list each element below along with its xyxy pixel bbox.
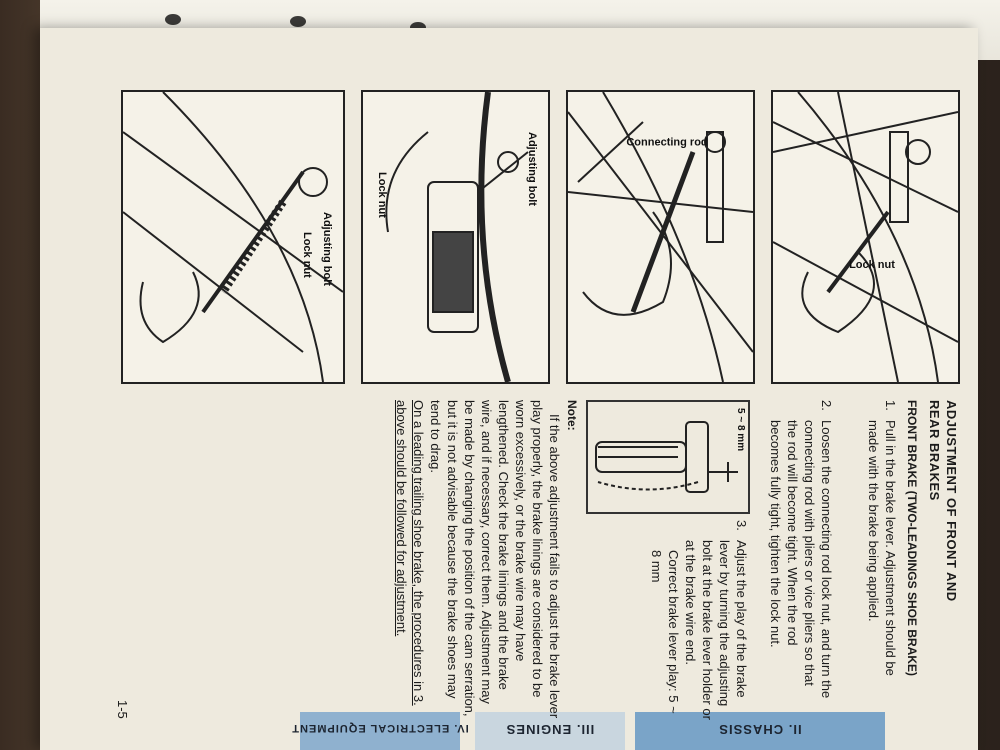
step-2: 2.Loosen the connecting rod lock nut, an… xyxy=(768,400,834,699)
figure-connecting-rod: Connecting rod xyxy=(566,90,755,384)
lever-holder-illustration xyxy=(385,92,529,382)
tab-chassis[interactable]: II. CHASSIS xyxy=(635,712,885,750)
label-lock-nut: Lock nut xyxy=(849,258,895,271)
tab-electrical[interactable]: IV. ELECTRICAL EQUIPMENT xyxy=(291,712,469,750)
label-adjusting-bolt-upper: Adjusting bolt xyxy=(526,132,538,206)
step-3: 3.Adjust the play of the brake lever by … xyxy=(683,520,749,720)
page-number: 1-5 xyxy=(115,700,130,719)
label-connecting-rod: Connecting rod xyxy=(626,136,708,149)
play-spec: Correct brake lever play: 5 ~ 8 mm xyxy=(649,550,681,714)
wire-end-illustration xyxy=(123,92,343,382)
label-lock-nut-upper: Lock nut xyxy=(376,172,388,218)
label-lock-nut-lower: Lock nut xyxy=(301,232,313,278)
brake-arm-illustration xyxy=(773,92,958,382)
figure-wire-adjusting-bolt: Adjusting bolt Lock nut xyxy=(121,90,345,384)
label-lever-play-dim: 5 ~ 8 mm xyxy=(735,408,746,452)
brake-lever-diagram xyxy=(595,421,738,493)
tab-engines[interactable]: III. ENGINES xyxy=(475,712,625,750)
rotated-page-content: Lock nut Connecting rod Adjusting bolt L… xyxy=(80,60,980,740)
figure-lever-adjusting-bolt: Adjusting bolt Lock nut xyxy=(361,90,550,384)
binder-hole xyxy=(165,14,181,25)
figure-brake-lever-play: 5 ~ 8 mm xyxy=(586,400,750,514)
label-adjusting-bolt-lower: Adjusting bolt xyxy=(321,212,333,286)
note-block: Note: If the above adjustment fails to a… xyxy=(393,400,580,720)
note-underlined: On a leading trailing shoe brake, the pr… xyxy=(394,400,426,706)
note-label: Note: xyxy=(565,400,579,431)
section-title: ADJUSTMENT OF FRONT AND REAR BRAKES xyxy=(927,400,959,602)
connecting-rod-illustration xyxy=(568,92,753,382)
section-subtitle: FRONT BRAKE (TWO-LEADINGS SHOE BRAKE) xyxy=(905,400,919,676)
step-1: 1.Pull in the brake lever. Adjustment sh… xyxy=(866,400,898,676)
binder-hole xyxy=(290,16,306,27)
section-tabs: II. CHASSIS III. ENGINES IV. ELECTRICAL … xyxy=(291,712,1000,750)
text-column-steps: ADJUSTMENT OF FRONT AND REAR BRAKES FRON… xyxy=(767,400,960,700)
text-column-step3: 3.Adjust the play of the brake lever by … xyxy=(648,520,750,720)
figure-lock-nut: Lock nut xyxy=(771,90,960,384)
binder-hole xyxy=(410,22,426,33)
note-text: If the above adjustment fails to adjust … xyxy=(428,400,562,719)
